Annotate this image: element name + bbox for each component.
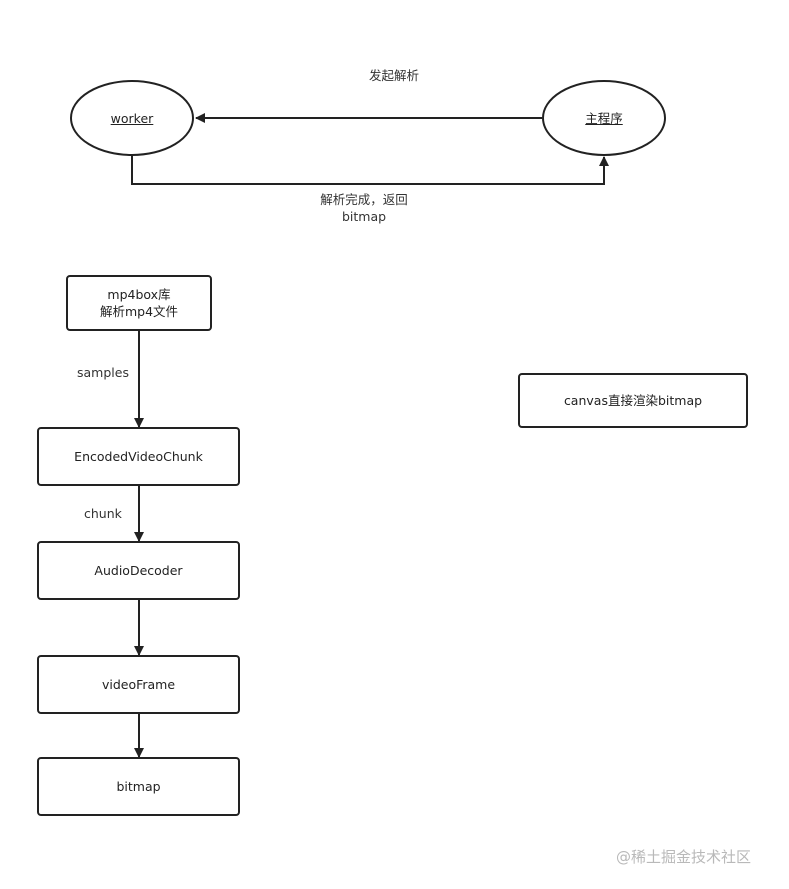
bitmap-label: bitmap bbox=[116, 779, 161, 794]
main-program-node[interactable] bbox=[542, 80, 666, 156]
worker-node-text: worker bbox=[71, 81, 193, 155]
parse-done-arrow bbox=[131, 155, 609, 185]
main-program-node-text: 主程序 bbox=[543, 81, 665, 155]
canvas-render-text: canvas直接渲染bitmap bbox=[519, 374, 747, 427]
samples-label: samples bbox=[77, 365, 129, 380]
mp4box-node[interactable] bbox=[66, 275, 212, 331]
canvas-render-label: canvas直接渲染bitmap bbox=[563, 393, 703, 408]
main-program-label: 主程序 bbox=[585, 110, 623, 126]
video-frame-node[interactable] bbox=[37, 655, 240, 714]
watermark: @稀土掘金技术社区 bbox=[616, 848, 752, 866]
encoded-video-chunk-node[interactable] bbox=[37, 427, 240, 486]
parse-done-label-line1: 解析完成，返回 bbox=[320, 192, 408, 207]
chunk-label: chunk bbox=[84, 506, 122, 521]
encoded-video-chunk-text: EncodedVideoChunk bbox=[38, 428, 239, 485]
canvas-render-node[interactable] bbox=[518, 373, 748, 428]
bitmap-node[interactable] bbox=[37, 757, 240, 816]
video-frame-text: videoFrame bbox=[38, 656, 239, 713]
parse-done-label: 解析完成，返回 bitmap bbox=[294, 191, 434, 225]
worker-label: worker bbox=[110, 110, 154, 126]
parse-done-label-line2: bitmap bbox=[341, 209, 387, 224]
encoded-video-chunk-label: EncodedVideoChunk bbox=[74, 449, 203, 464]
audio-decoder-node[interactable] bbox=[37, 541, 240, 600]
mp4box-line1: mp4box库 bbox=[107, 287, 171, 302]
mp4box-line2: 解析mp4文件 bbox=[99, 304, 179, 319]
audio-decoder-label: AudioDecoder bbox=[94, 563, 183, 578]
audio-decoder-text: AudioDecoder bbox=[38, 542, 239, 599]
start-parse-label: 发起解析 bbox=[368, 68, 419, 83]
mp4box-node-text: mp4box库 解析mp4文件 bbox=[67, 276, 211, 330]
bitmap-text: bitmap bbox=[38, 758, 239, 815]
video-frame-label: videoFrame bbox=[101, 677, 176, 692]
